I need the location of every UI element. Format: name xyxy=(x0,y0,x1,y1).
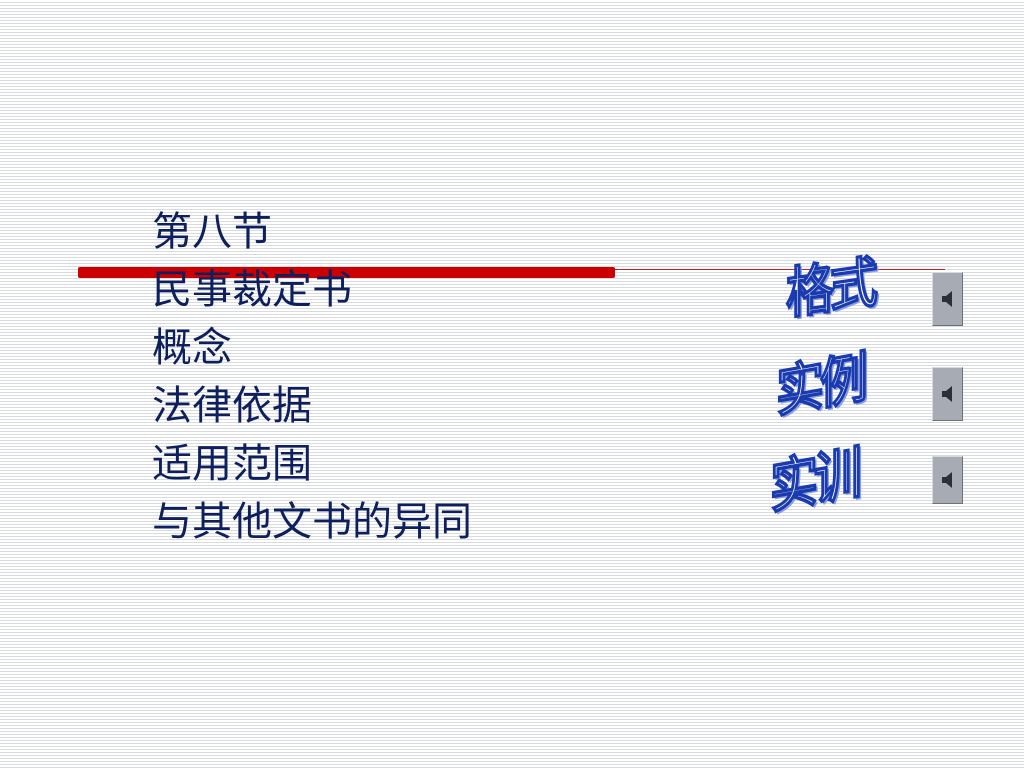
topic-scope: 适用范围 xyxy=(152,441,312,487)
title-underline-bar xyxy=(78,267,615,278)
example-sound-button[interactable] xyxy=(932,367,963,421)
outline-list: 第八节 民事裁定书 概念 法律依据 适用范围 与其他文书的异同 xyxy=(152,203,472,551)
practice-link[interactable]: 实训 xyxy=(769,439,859,523)
title-underline-thin xyxy=(615,269,945,270)
topic-concept: 概念 xyxy=(152,325,232,371)
section-title: 第八节 xyxy=(152,209,272,255)
topic-differences: 与其他文书的异同 xyxy=(152,499,472,545)
format-sound-button[interactable] xyxy=(932,272,963,326)
format-link[interactable]: 格式 xyxy=(785,250,875,328)
document-name: 民事裁定书 xyxy=(152,267,352,313)
example-link[interactable]: 实例 xyxy=(775,345,865,426)
speaker-icon xyxy=(942,386,952,402)
practice-sound-button[interactable] xyxy=(932,456,963,504)
speaker-icon xyxy=(942,472,952,488)
speaker-icon xyxy=(942,291,952,307)
topic-legal-basis: 法律依据 xyxy=(152,383,312,429)
